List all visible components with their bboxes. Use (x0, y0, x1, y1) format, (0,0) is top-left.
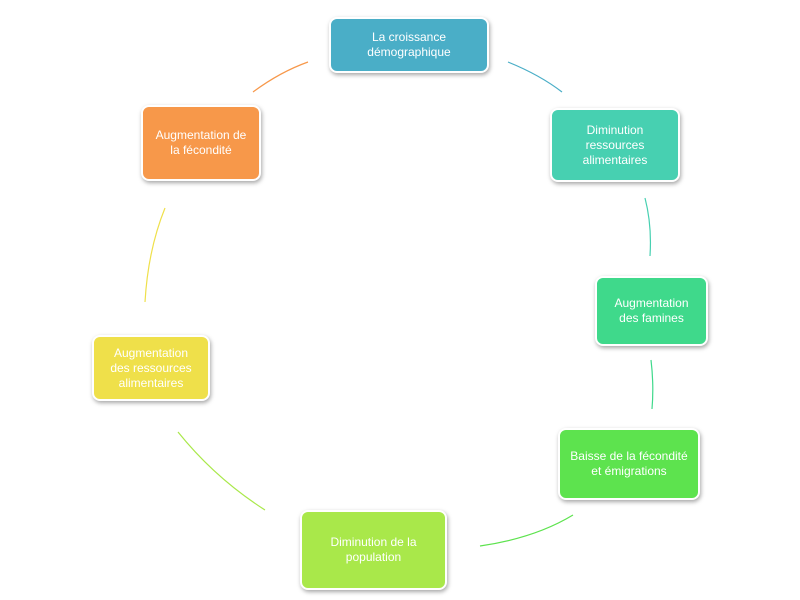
arrow-croissance-to-diminution-ressources (507, 61, 563, 93)
node-augmentation-ressources: Augmentation des ressources alimentaires (92, 335, 210, 401)
node-label: Augmentation de la fécondité (155, 128, 247, 157)
node-diminution-ressources: Diminution ressources alimentaires (550, 108, 680, 182)
node-label: Diminution ressources alimentaires (582, 122, 648, 167)
node-diminution-population: Diminution de la population (300, 510, 447, 590)
arrow-baisse-fecondite-to-diminution-population (479, 514, 574, 547)
arrow-augmentation-ressources-to-augmentation-fecondite (144, 207, 166, 303)
node-baisse-fecondite: Baisse de la fécondité et émigrations (558, 428, 700, 500)
node-label: La croissance démographique (367, 30, 451, 59)
arrow-augmentation-fecondite-to-croissance (252, 61, 309, 93)
node-augmentation-famines: Augmentation des famines (595, 276, 708, 346)
node-label: Augmentation des ressources alimentaires (110, 345, 192, 390)
node-label: Baisse de la fécondité et émigrations (570, 449, 688, 478)
arrow-diminution-ressources-to-augmentation-famines (644, 197, 652, 257)
node-label: Augmentation des famines (614, 296, 689, 325)
node-augmentation-fecondite: Augmentation de la fécondité (141, 105, 261, 181)
arrow-diminution-population-to-augmentation-ressources (177, 431, 266, 511)
node-croissance-demographique: La croissance démographique (329, 17, 489, 73)
node-label: Diminution de la population (330, 535, 417, 564)
arrow-augmentation-famines-to-baisse-fecondite (650, 359, 654, 410)
